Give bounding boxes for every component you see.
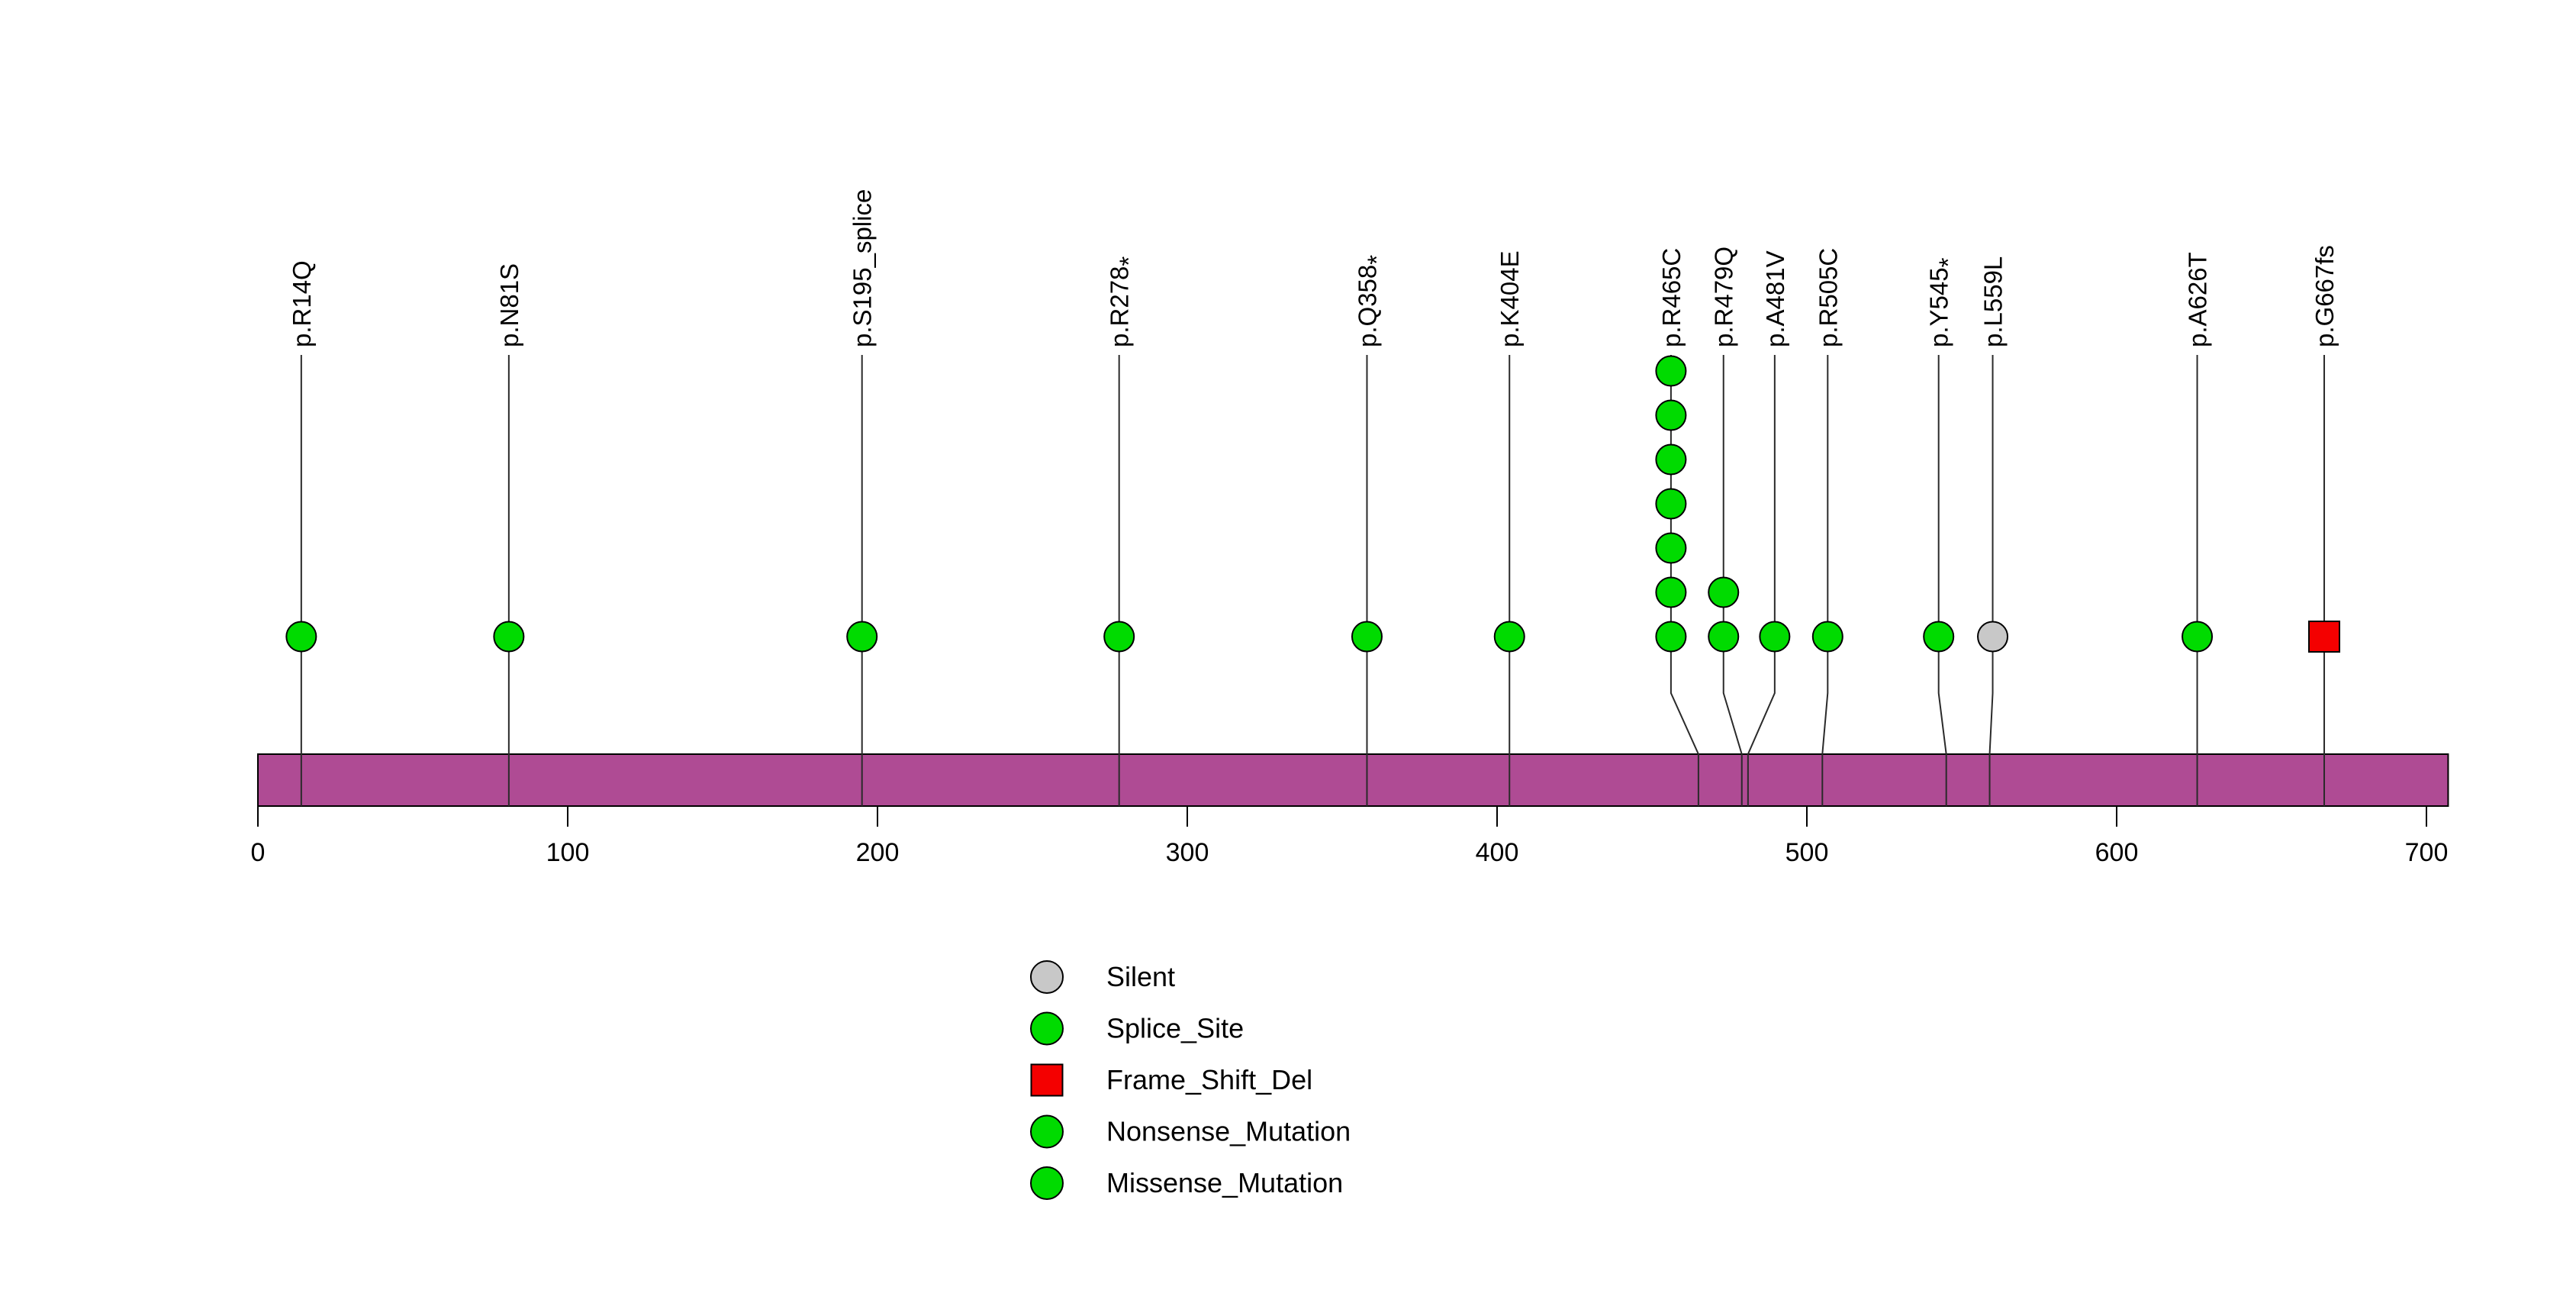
mutation-label: p.S195_splice: [848, 189, 877, 347]
axis-tick-label: 400: [1476, 838, 1519, 867]
legend-label: Nonsense_Mutation: [1106, 1116, 1351, 1147]
mutation-label: p.Q358*: [1353, 255, 1390, 347]
mutation-label: p.Y545*: [1925, 257, 1963, 347]
mutation-stem: [1821, 355, 1829, 806]
legend-marker-circle: [1030, 1166, 1064, 1200]
mutation-marker-circle: [1655, 532, 1687, 564]
legend-label: Splice_Site: [1106, 1013, 1244, 1044]
axis-tick-label: 700: [2405, 838, 2449, 867]
mutation-marker-circle: [493, 621, 525, 653]
mutation-marker-circle: [1655, 399, 1687, 431]
axis-tick-label: 100: [546, 838, 590, 867]
mutation-stem: [1988, 355, 1994, 806]
mutation-marker-circle: [1655, 576, 1687, 608]
legend-marker-circle: [1030, 1114, 1064, 1149]
mutation-stem: [1670, 355, 1699, 806]
mutation-marker-circle: [1103, 621, 1135, 653]
legend-label: Silent: [1106, 961, 1175, 992]
legend-label: Missense_Mutation: [1106, 1167, 1343, 1198]
mutation-marker-circle: [1493, 621, 1525, 653]
axis-tick-label: 0: [251, 838, 266, 867]
mutation-marker-circle: [1811, 621, 1843, 653]
mutation-label: p.R14Q: [288, 260, 316, 347]
mutation-label: p.N81S: [495, 263, 523, 347]
mutation-marker-circle: [285, 621, 317, 653]
axis-tick-label: 200: [856, 838, 900, 867]
mutation-marker-circle: [1655, 355, 1687, 387]
legend-marker-circle: [1030, 1011, 1064, 1046]
legend-label: Frame_Shift_Del: [1106, 1064, 1312, 1095]
mutation-marker-circle: [1655, 621, 1687, 653]
mutation-label: p.G667fs: [2310, 245, 2339, 347]
legend-marker-circle: [1030, 960, 1064, 994]
axis-tick-label: 300: [1166, 838, 1209, 867]
mutation-stem: [1747, 355, 1776, 806]
mutation-marker-circle: [1923, 621, 1955, 653]
axis-tick-label: 600: [2095, 838, 2139, 867]
mutation-marker-circle: [1977, 621, 2009, 653]
mutation-label: p.R505C: [1814, 248, 1842, 347]
mutation-label: p.R465C: [1657, 248, 1686, 347]
mutation-label: p.L559L: [1979, 256, 2008, 347]
axis-tick-label: 500: [1785, 838, 1829, 867]
legend-marker-square: [1030, 1063, 1064, 1097]
mutation-label: p.A626T: [2184, 252, 2212, 347]
mutation-label: p.R278*: [1106, 256, 1143, 347]
mutation-marker-circle: [1708, 621, 1740, 653]
mutation-stem: [1722, 355, 1743, 806]
mutation-marker-circle: [1759, 621, 1791, 653]
mutation-label: p.K404E: [1496, 250, 1524, 347]
mutation-label: p.R479Q: [1710, 247, 1738, 347]
mutation-label: p.A481V: [1761, 250, 1789, 347]
mutation-marker-circle: [846, 621, 878, 653]
mutation-marker-circle: [1351, 621, 1383, 653]
mutation-marker-circle: [1655, 443, 1687, 476]
mutation-marker-circle: [1655, 488, 1687, 520]
mutation-marker-circle: [2182, 621, 2214, 653]
mutation-marker-circle: [1708, 576, 1740, 608]
mutation-stem: [1937, 355, 1947, 806]
mutation-marker-square: [2308, 621, 2341, 653]
protein-bar: [257, 753, 2449, 807]
